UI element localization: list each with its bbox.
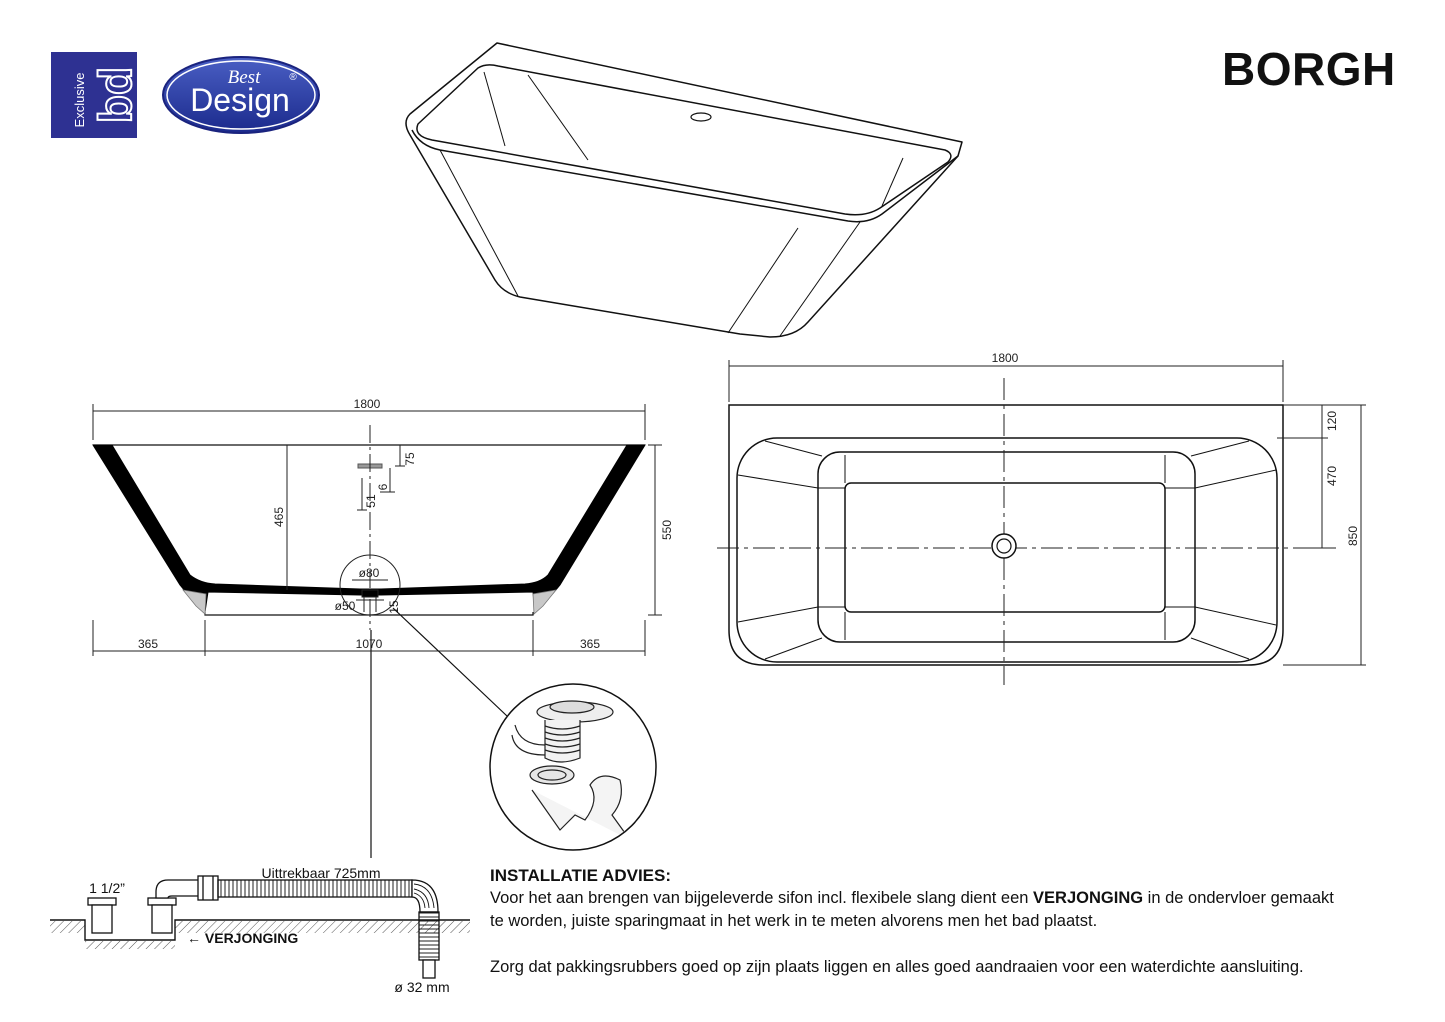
siphon-reducer-label: ← VERJONGING (187, 930, 298, 946)
tub-3d-silhouette (405, 42, 963, 338)
side-bottom-dimensions (92, 620, 646, 656)
advice-paragraph-1-line-2: te worden, juiste sparingmaat in het wer… (490, 912, 1098, 930)
exclusive-bd-logo: Exclusive bd (51, 52, 142, 138)
side-shell-section (92, 444, 646, 614)
side-depth-label: 465 (272, 507, 286, 527)
top-right-dimensions (1277, 404, 1366, 666)
bathtub-3d-view (405, 42, 963, 338)
advice-spacer (490, 933, 1400, 956)
detail-lower-ring (529, 765, 575, 785)
logo-bd-letters: bd (89, 67, 141, 123)
side-foot-left (182, 589, 207, 615)
siphon-hose-diameter-label: ø 32 mm (394, 979, 449, 995)
top-rim-label: 120 (1325, 411, 1339, 431)
detail-flange-top (549, 700, 595, 714)
side-overflow-top-label: 75 (403, 452, 417, 466)
side-view: 1800 465 550 75 6 51 (92, 397, 674, 858)
side-width-label: 1800 (354, 397, 381, 411)
top-drain-distance-label: 470 (1325, 466, 1339, 486)
side-overflow-b-label: 51 (364, 494, 378, 508)
siphon-fittings (87, 875, 219, 934)
installation-advice: INSTALLATIE ADVIES: Voor het aan brengen… (490, 864, 1400, 979)
top-drain-inner (996, 538, 1012, 554)
drain-outer-diameter-label: ø80 (359, 566, 380, 580)
tub-3d-front-crease-right-a (727, 227, 799, 334)
top-center-lines (717, 378, 1335, 685)
detail-wrench (531, 775, 631, 841)
advice-paragraph-2: Zorg dat pakkingsrubbers goed op zijn pl… (490, 958, 1304, 976)
side-overflow-a-label: 6 (376, 483, 390, 490)
detail-lower-ring-inner (537, 769, 567, 781)
drain-offset-label: 15 (387, 600, 401, 614)
tub-3d-front-crease-right-b (779, 221, 861, 337)
floor-hatch-recess (85, 941, 175, 949)
top-inner-rim (736, 437, 1278, 663)
floor-hatch-left (50, 921, 85, 933)
extendable-hose (217, 879, 440, 979)
top-wall-lines (737, 440, 1277, 660)
advice-heading: INSTALLATIE ADVIES: (490, 866, 672, 885)
top-view: 1800 (717, 351, 1366, 685)
tub-3d-front-crease-left (439, 149, 519, 297)
logo-best-text: Best (228, 67, 261, 88)
top-width-dimension (728, 360, 1284, 402)
top-basin (817, 451, 1196, 643)
siphon-extendable-label: Uittrekbaar 725mm (261, 865, 380, 881)
advice-text: in de ondervloer gemaakt (1143, 889, 1334, 907)
top-outer-outline (728, 404, 1284, 666)
best-design-logo: Best Design ® (162, 56, 320, 134)
top-width-label: 1800 (992, 351, 1019, 365)
floor-line (50, 919, 470, 941)
detail-pipe-curve (511, 724, 546, 756)
logo-registered-mark: ® (289, 72, 297, 83)
top-depth-label: 850 (1346, 526, 1360, 546)
side-height-label: 550 (660, 520, 674, 540)
drain-fitting-detail (489, 683, 657, 851)
product-title: BORGH (1222, 43, 1396, 95)
top-drain-outer (991, 533, 1017, 559)
logo-square (51, 52, 137, 138)
tub-3d-inner-crease-left (483, 71, 506, 147)
side-base-length-label: 1070 (356, 637, 383, 651)
logo-exclusive-text: Exclusive (72, 73, 87, 128)
logo-design-text: Design (190, 82, 290, 118)
advice-paragraph-1-line-1: Voor het aan brengen van bijgeleverde si… (490, 887, 1400, 910)
side-right-offset-label: 365 (580, 637, 600, 651)
tub-3d-inner-crease-back (527, 74, 589, 161)
tub-3d-rim-lower-edge (411, 129, 959, 223)
detail-thread-lines (544, 725, 581, 754)
siphon-thread-label: 1 1/2” (89, 880, 125, 896)
side-height-dimension (648, 444, 662, 616)
tub-3d-inner-opening (416, 64, 952, 216)
tub-3d-inner-crease-right (881, 157, 904, 207)
floor-hatch-right (175, 921, 470, 933)
advice-emphasis: VERJONGING (1033, 889, 1144, 907)
advice-text: Voor het aan brengen van bijgeleverde si… (490, 889, 1034, 907)
detail-leader-line (392, 607, 508, 717)
tub-3d-overflow (690, 112, 712, 122)
siphon-diagram: 1 1/2” Uittrekbaar 725mm ← VERJONGING ø … (50, 865, 470, 995)
side-width-dimension (92, 404, 646, 440)
logo-oval (162, 56, 320, 134)
side-left-offset-label: 365 (138, 637, 158, 651)
side-foot-right (532, 589, 557, 615)
drain-inner-diameter-label: ø50 (335, 599, 356, 613)
side-drain-detail (339, 554, 401, 616)
logo-oval-inner-ring (166, 60, 316, 130)
